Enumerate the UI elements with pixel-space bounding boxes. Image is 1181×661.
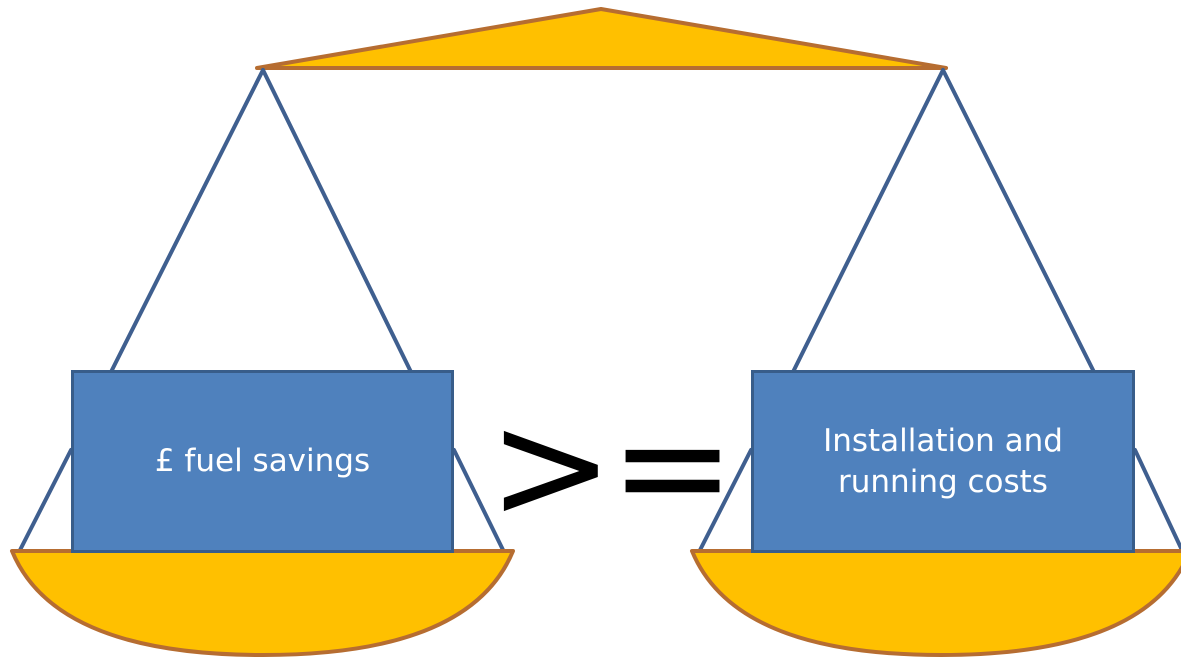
- scale-beam: [255, 7, 948, 70]
- fuel-savings-box: £ fuel savings: [71, 370, 454, 553]
- fuel-savings-label: £ fuel savings: [154, 443, 371, 480]
- left-pan: [10, 549, 515, 657]
- greater-or-equal-operator: >=: [488, 380, 735, 554]
- left-pan-strings: [16, 68, 507, 556]
- right-pan: [690, 549, 1181, 657]
- right-pan-strings: [696, 68, 1181, 556]
- installation-costs-box: Installation and running costs: [751, 370, 1135, 553]
- installation-costs-label: Installation and running costs: [823, 423, 1063, 500]
